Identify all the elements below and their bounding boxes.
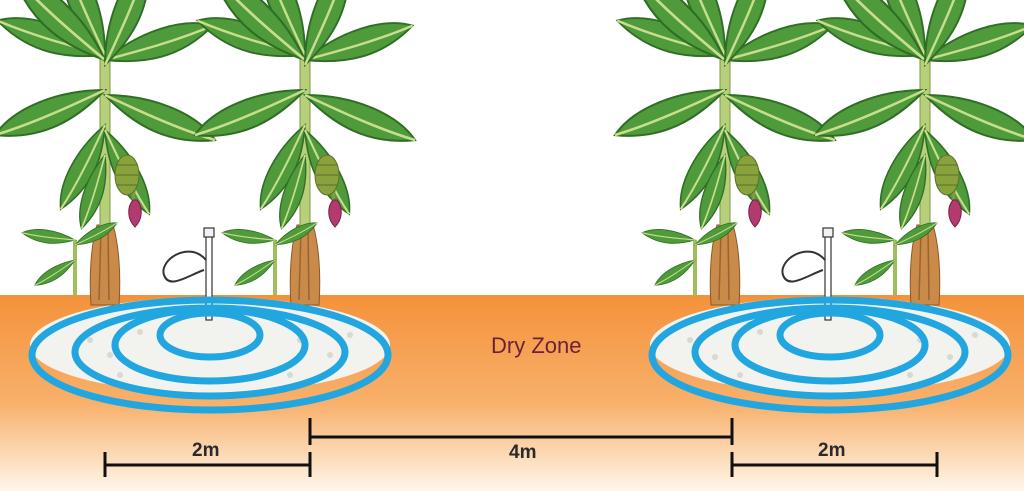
- wetting-rings: [28, 296, 392, 414]
- left-spacing-label: 2m: [192, 440, 220, 461]
- banana-plant: [195, 0, 415, 305]
- dimension-line-right: [730, 452, 939, 477]
- dimension-line-left: [103, 452, 312, 477]
- banana-plant: [0, 0, 215, 305]
- dimension-line-middle: [308, 418, 734, 445]
- right-spacing-label: 2m: [818, 440, 846, 461]
- left-plant-group: [0, 0, 415, 414]
- wetting-rings: [648, 296, 1012, 414]
- right-plant-group: [615, 0, 1024, 414]
- banana-plant: [815, 0, 1024, 305]
- banana-plant: [615, 0, 835, 305]
- dry-zone-label: Dry Zone: [491, 333, 582, 358]
- middle-spacing-label: 4m: [509, 442, 537, 463]
